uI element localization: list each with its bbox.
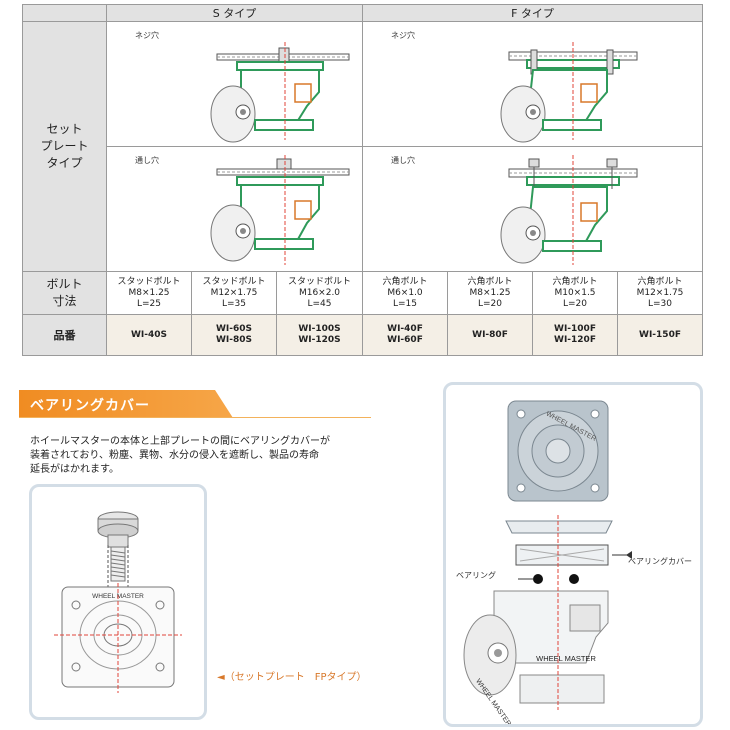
spec-table: S タイプ F タイプ セット プレート タイプ ネジ穴 [22,4,704,356]
header-blank [22,4,107,22]
set-plate-panel: WHEEL MASTER [29,484,207,720]
part-number-cell: WI-40S [106,314,192,356]
through-hole-label-f: 通し穴 [391,156,415,165]
bearing-cover-label: ベアリングカバー [628,557,692,566]
set-plate-caption: ◄（セットプレート FPタイプ） [217,672,367,683]
section-underline [19,417,371,418]
exploded-view-panel: WHEEL MASTER WHEEL MASTER WHEEL MASTER [443,382,703,728]
s-type-screw-hole-cell: ネジ穴 [106,21,363,147]
part-number-cell: WI-80F [447,314,533,356]
f-type-screw-hole-cell: ネジ穴 [361,21,704,147]
screw-hole-label-f: ネジ穴 [391,31,415,40]
f-type-through-hole-cell: 通し穴 [361,146,704,272]
part-number-cell: WI-150F [616,314,704,356]
f-type-screw-caster-drawing [500,42,638,143]
f-type-header: F タイプ [361,4,704,22]
s-type-through-hole-cell: 通し穴 [106,146,363,272]
part-number-label: 品番 [22,314,107,356]
set-plate-drawing: WHEEL MASTER [54,511,182,693]
bearing-label: ベアリング [456,571,496,580]
s-type-through-caster-drawing [210,155,350,265]
screw-hole-label: ネジ穴 [135,31,159,40]
set-plate-type-label: セット プレート タイプ [22,21,107,272]
caster-brand-text: WHEEL MASTER [536,654,596,663]
exploded-view-drawing: WHEEL MASTER WHEEL MASTER WHEEL MASTER [463,400,632,728]
section-title-band [19,390,233,418]
bolt-size-label: ボルト 寸法 [22,271,107,315]
f-type-through-caster-drawing [500,155,638,265]
through-hole-label: 通し穴 [135,156,159,165]
s-type-screw-caster-drawing [210,42,350,143]
bearing-cover-title: ベアリングカバー [30,398,150,414]
bearing-description: ホイールマスターの本体と上部プレートの間にベアリングカバーが 装着されており、粉… [30,436,330,475]
s-type-header: S タイプ [106,4,363,22]
